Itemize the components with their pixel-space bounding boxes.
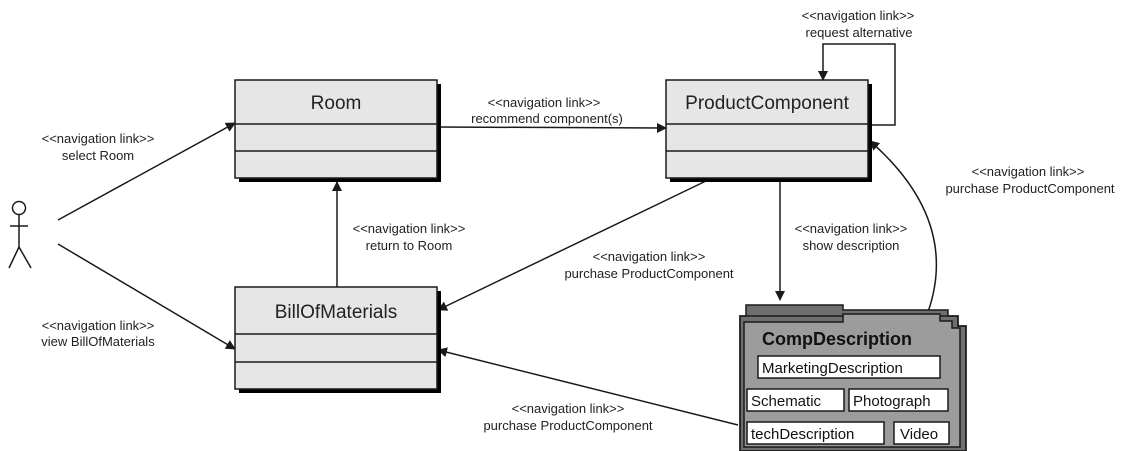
label-purchase-center: <<navigation link>> purchase ProductComp… [564,249,733,281]
svg-text:<<navigation link>>: <<navigation link>> [972,164,1085,179]
edge-recommend [436,122,667,133]
item-box-video [893,421,950,445]
item-marketing-description: MarketingDescription [762,360,903,377]
edge-purchase-right [869,140,938,313]
svg-text:<<navigation link>>: <<navigation link>> [512,401,625,416]
svg-text:show description: show description [803,238,900,253]
svg-text:<<navigation link>>: <<navigation link>> [42,318,155,333]
item-box-photograph [848,388,949,412]
svg-text:recommend component(s): recommend component(s) [471,111,623,126]
label-return-room: <<navigation link>> return to Room [353,221,466,253]
svg-text:purchase ProductComponent: purchase ProductComponent [564,266,733,281]
package-title: CompDescription [762,329,912,349]
item-box-marketing [757,355,941,379]
edge-view-bom [57,243,236,350]
edge-select-room [57,122,236,221]
svg-text:return to Room: return to Room [366,238,453,253]
edge-request-alternative [818,43,896,126]
svg-text:<<navigation link>>: <<navigation link>> [593,249,706,264]
item-tech-description: techDescription [751,426,854,443]
item-video: Video [900,426,938,443]
actor-icon [8,200,32,269]
label-purchase-right: <<navigation link>> purchase ProductComp… [945,164,1114,196]
svg-text:purchase ProductComponent: purchase ProductComponent [483,418,652,433]
label-view-bom: <<navigation link>> view BillOfMaterials [41,318,155,349]
class-product-component[interactable]: ProductComponent [665,79,872,182]
package-comp-description[interactable]: CompDescription MarketingDescription Sch… [739,304,967,451]
label-show-description: <<navigation link>> show description [795,221,908,253]
item-box-schematic [746,388,845,412]
label-select-room: <<navigation link>> select Room [42,131,155,163]
label-request-alternative: <<navigation link>> request alternative [802,8,915,40]
class-product-component-title: ProductComponent [685,93,849,114]
item-box-tech [746,421,885,445]
svg-text:purchase ProductComponent: purchase ProductComponent [945,181,1114,196]
edge-purchase-bottom [437,347,739,426]
item-photograph: Photograph [853,393,931,410]
svg-text:request alternative: request alternative [806,25,913,40]
svg-text:view BillOfMaterials: view BillOfMaterials [41,334,155,349]
svg-text:<<navigation link>>: <<navigation link>> [795,221,908,236]
class-room-title: Room [311,93,362,114]
edge-purchase-center [437,179,709,311]
class-bill-of-materials-title: BillOfMaterials [275,302,397,323]
label-recommend: <<navigation link>> recommend component(… [471,95,623,126]
svg-text:<<navigation link>>: <<navigation link>> [488,95,601,110]
edges [57,43,938,426]
label-purchase-bottom: <<navigation link>> purchase ProductComp… [483,401,652,433]
class-bill-of-materials[interactable]: BillOfMaterials [234,286,441,393]
svg-text:<<navigation link>>: <<navigation link>> [802,8,915,23]
svg-text:select Room: select Room [62,148,134,163]
class-room[interactable]: Room [234,79,441,182]
svg-text:<<navigation link>>: <<navigation link>> [353,221,466,236]
item-schematic: Schematic [751,393,822,410]
svg-text:<<navigation link>>: <<navigation link>> [42,131,155,146]
